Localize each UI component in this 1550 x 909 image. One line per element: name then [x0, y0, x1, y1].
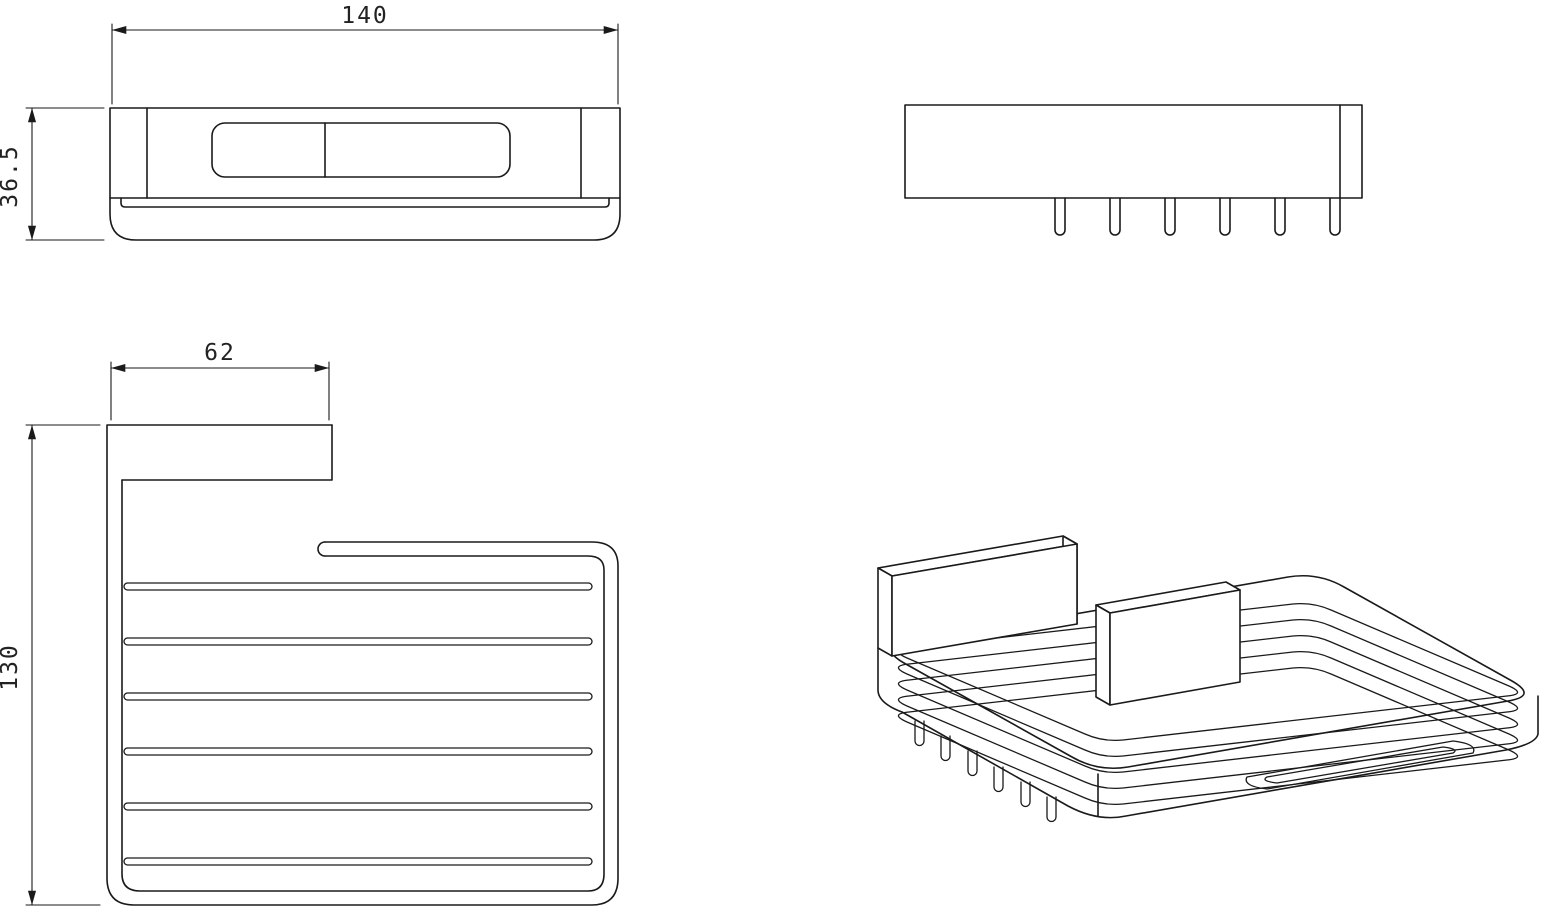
prong	[993, 766, 1004, 793]
front-height-label: 36.5	[0, 144, 23, 207]
wire-bar	[123, 747, 593, 756]
pin	[1274, 197, 1286, 236]
wire-bar	[123, 637, 593, 646]
slot-inner	[1264, 746, 1456, 784]
wire-bar	[123, 802, 593, 811]
profile-height-label: 130	[0, 643, 23, 691]
front-bottom-rail-inner	[120, 197, 610, 208]
hook-rail-end-face	[1095, 604, 1111, 706]
pin	[1109, 197, 1121, 236]
front-view: 140 36.5	[0, 3, 621, 241]
prong	[1020, 781, 1031, 808]
top-view	[904, 104, 1363, 236]
slot-outer	[1245, 740, 1475, 790]
wall-plate-front-face	[891, 543, 1078, 657]
front-body-outline	[109, 107, 621, 199]
profile-height-dimension: 130	[0, 424, 101, 906]
prong	[1046, 796, 1057, 823]
front-width-dimension: 140	[111, 3, 619, 105]
isometric-view	[877, 535, 1539, 823]
top-body-outline	[904, 104, 1363, 199]
pin	[1164, 197, 1176, 236]
profile-outer-outline	[106, 424, 619, 906]
profile-inner-outline	[121, 479, 605, 892]
wire-bar	[123, 857, 593, 866]
wall-plate-slab	[877, 535, 1078, 657]
hook-rail-front-face	[1109, 589, 1241, 706]
front-bottom-rail-outer	[109, 197, 621, 241]
prong	[967, 750, 978, 777]
prong	[914, 720, 925, 747]
iso-mounting-prongs	[914, 720, 1057, 823]
profile-depth-dimension: 62	[110, 340, 330, 421]
hook-rail-slab	[1095, 581, 1241, 706]
profile-wall-plate	[121, 424, 333, 481]
front-height-dimension: 36.5	[0, 107, 105, 241]
basket-bottom-slot	[1245, 740, 1475, 790]
front-slot-outline	[211, 122, 511, 178]
profile-depth-label: 62	[204, 340, 236, 366]
side-profile-view: 62 130	[0, 340, 619, 906]
pin	[1329, 197, 1341, 236]
front-width-label: 140	[341, 3, 389, 29]
mounting-pins	[1054, 197, 1341, 236]
prong	[940, 735, 951, 762]
pin	[1054, 197, 1066, 236]
wire-bar	[123, 582, 593, 591]
wire-bar	[123, 692, 593, 701]
profile-wire-bars	[123, 582, 593, 866]
pin	[1219, 197, 1231, 236]
rim-outer-edge	[891, 574, 1525, 770]
wall-plate-end-face	[877, 567, 893, 657]
profile-rail-end-cap	[317, 541, 326, 557]
